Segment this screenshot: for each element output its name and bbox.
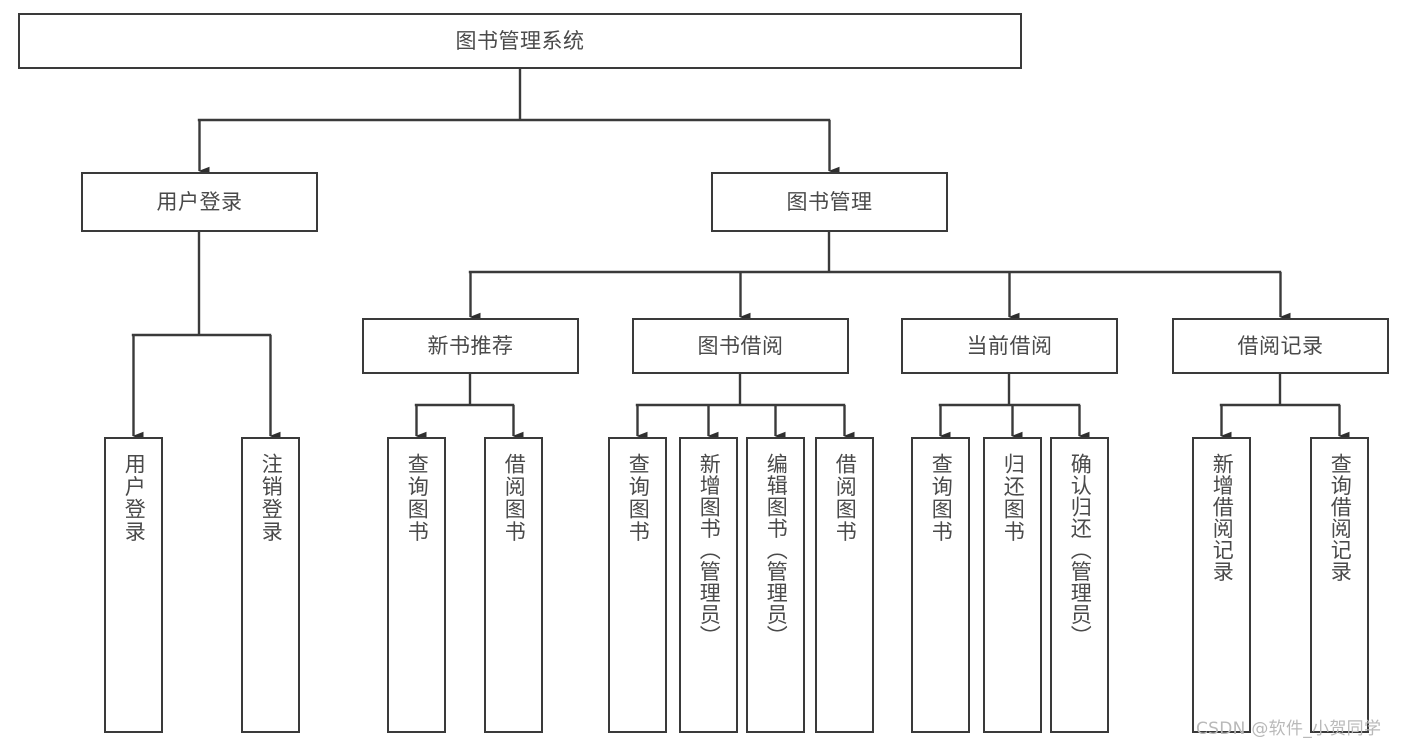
node-leaf-logout-label: 注销登录 — [259, 453, 284, 543]
node-leaf-current-return-label: 归还图书 — [1001, 453, 1026, 543]
node-leaf-borrow-lend[interactable]: 借阅图书 — [815, 437, 874, 733]
node-leaf-current-confirm[interactable]: 确认归还（管理员） — [1050, 437, 1109, 733]
node-leaf-borrow-edit[interactable]: 编辑图书（管理员） — [746, 437, 805, 733]
node-borrow-records[interactable]: 借阅记录 — [1172, 318, 1389, 374]
node-user-login-label: 用户登录 — [156, 189, 243, 214]
edge-layer — [131, 69, 1350, 441]
node-leaf-borrow-add[interactable]: 新增图书（管理员） — [679, 437, 738, 733]
node-leaf-current-query-label: 查询图书 — [929, 453, 954, 543]
node-book-borrow[interactable]: 图书借阅 — [632, 318, 849, 374]
node-leaf-borrow-edit-label: 编辑图书（管理员） — [764, 453, 789, 647]
node-book-management-label: 图书管理 — [786, 189, 873, 214]
node-leaf-record-add[interactable]: 新增借阅记录 — [1192, 437, 1251, 733]
node-book-borrow-label: 图书借阅 — [697, 333, 784, 358]
node-leaf-borrow-add-label: 新增图书（管理员） — [697, 453, 722, 647]
node-leaf-logout[interactable]: 注销登录 — [241, 437, 300, 733]
node-new-book-recommend-label: 新书推荐 — [427, 333, 514, 358]
node-leaf-user-login-label: 用户登录 — [122, 453, 147, 543]
csdn-watermark: CSDN @软件_小贺同学 — [1196, 719, 1382, 739]
node-leaf-borrow-query-label: 查询图书 — [626, 453, 651, 543]
node-user-login[interactable]: 用户登录 — [81, 172, 318, 232]
node-leaf-borrow-query[interactable]: 查询图书 — [608, 437, 667, 733]
node-current-borrow-label: 当前借阅 — [966, 333, 1053, 358]
node-root-label: 图书管理系统 — [455, 28, 585, 53]
node-leaf-current-query[interactable]: 查询图书 — [911, 437, 970, 733]
node-leaf-newbook-borrow-label: 借阅图书 — [502, 453, 527, 543]
node-leaf-current-return[interactable]: 归还图书 — [983, 437, 1042, 733]
node-leaf-record-add-label: 新增借阅记录 — [1210, 453, 1235, 582]
node-current-borrow[interactable]: 当前借阅 — [901, 318, 1118, 374]
node-leaf-record-query[interactable]: 查询借阅记录 — [1310, 437, 1369, 733]
node-leaf-newbook-query[interactable]: 查询图书 — [387, 437, 446, 733]
node-leaf-newbook-borrow[interactable]: 借阅图书 — [484, 437, 543, 733]
node-borrow-records-label: 借阅记录 — [1237, 333, 1324, 358]
node-leaf-record-query-label: 查询借阅记录 — [1328, 453, 1353, 582]
node-leaf-user-login[interactable]: 用户登录 — [104, 437, 163, 733]
node-leaf-newbook-query-label: 查询图书 — [405, 453, 430, 543]
node-new-book-recommend[interactable]: 新书推荐 — [362, 318, 579, 374]
node-leaf-borrow-lend-label: 借阅图书 — [833, 453, 858, 543]
node-root[interactable]: 图书管理系统 — [18, 13, 1022, 69]
node-leaf-current-confirm-label: 确认归还（管理员） — [1068, 453, 1093, 647]
node-book-management[interactable]: 图书管理 — [711, 172, 948, 232]
